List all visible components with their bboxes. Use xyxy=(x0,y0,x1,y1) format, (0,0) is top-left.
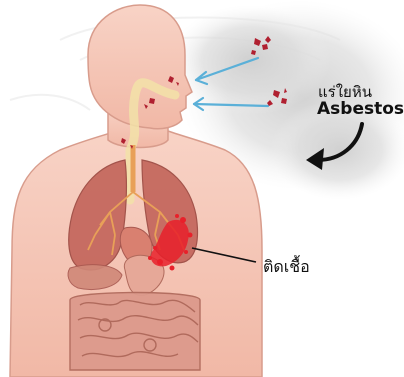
intestines xyxy=(70,293,200,371)
infection-label: ติดเชื้อ xyxy=(263,255,310,280)
head xyxy=(88,5,192,129)
asbestos-label: Asbestos xyxy=(317,99,404,119)
